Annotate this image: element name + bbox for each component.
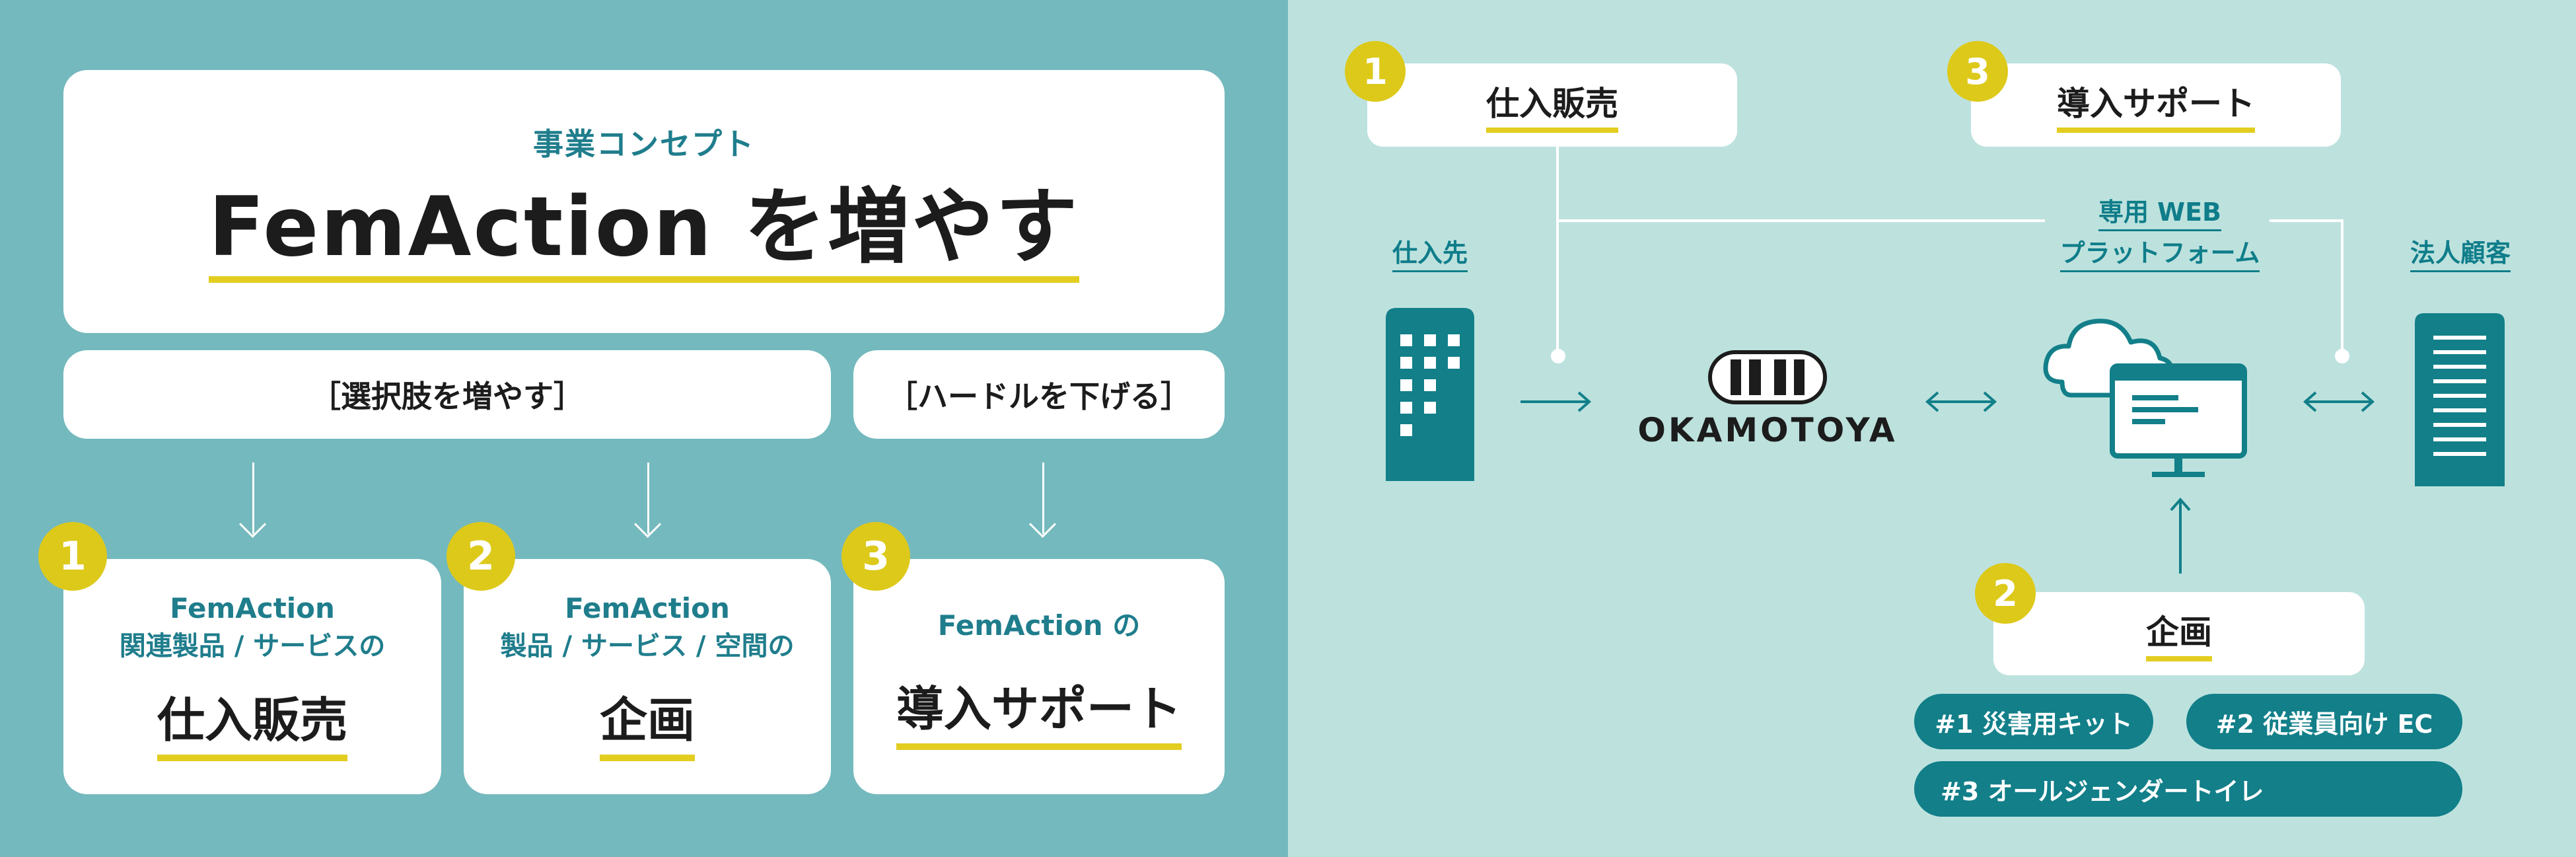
card-support: FemAction の 導入サポート [853, 559, 1225, 794]
bracket-choices-text: ［選択肢を増やす］ [310, 379, 584, 414]
bracket-choices: ［選択肢を増やす］ [63, 350, 831, 439]
arrow-right-icon [1521, 391, 1592, 412]
right-box3-title: 導入サポート [2057, 77, 2255, 133]
number-badge-3: 3 [841, 522, 910, 591]
okamotoya-logo-icon [1708, 350, 1827, 404]
connector-vertical-1 [1556, 147, 1559, 355]
supplier-building-icon [1386, 308, 1474, 481]
card1-title: 仕入販売 [157, 681, 347, 761]
number-badge-2: 2 [447, 522, 515, 591]
right-number-badge-2: 2 [1975, 563, 2036, 624]
tag-employee-ec: #2 従業員向け EC [2186, 694, 2462, 749]
connector-dot-1 [1551, 349, 1565, 363]
card-planning: FemAction 製品 / サービス / 空間の 企画 [464, 559, 831, 794]
connector-horizontal [1556, 219, 2045, 222]
platform-label: 専用 WEB プラットフォーム [2034, 192, 2285, 274]
platform-label-line1: 専用 WEB [2098, 198, 2222, 231]
double-arrow-icon-1 [1925, 391, 1997, 412]
client-label: 法人顧客 [2398, 233, 2523, 272]
okamotoya-logo-text: OKAMOTOYA [1637, 411, 1898, 449]
tag-disaster-kit: #1 災害用キット [1914, 694, 2153, 749]
right-box-planning: 企画 [1993, 592, 2365, 675]
connector-vertical-3 [2341, 219, 2343, 355]
connector-horizontal-2 [2270, 219, 2342, 222]
tag-all-gender-toilet: #3 オールジェンダートイレ [1914, 761, 2462, 817]
right-number-badge-3: 3 [1947, 41, 2008, 102]
card1-line1: FemAction [170, 592, 335, 624]
card3-title: 導入サポート [896, 670, 1182, 750]
arrow-up-icon [2170, 497, 2191, 574]
cloud-platform-icon [2043, 318, 2247, 477]
concept-label: 事業コンセプト [533, 126, 755, 162]
right-number-badge-1: 1 [1345, 41, 1406, 102]
concept-title: FemAction を増やす [208, 182, 1080, 283]
number-badge-1: 1 [38, 522, 107, 591]
client-label-text: 法人顧客 [2410, 239, 2511, 272]
supplier-label: 仕入先 [1380, 233, 1480, 272]
supplier-label-text: 仕入先 [1392, 239, 1468, 272]
right-box1-title: 仕入販売 [1486, 77, 1618, 133]
arrow-down-3 [1042, 463, 1044, 534]
bracket-hurdle-text: ［ハードルを下げる］ [887, 379, 1191, 414]
bracket-hurdle: ［ハードルを下げる］ [853, 350, 1225, 439]
card3-line1: FemAction の [937, 609, 1141, 642]
card2-line2: 製品 / サービス / 空間の [500, 631, 795, 661]
card2-line1: FemAction [565, 592, 730, 624]
card2-title: 企画 [599, 681, 695, 761]
right-box2-title: 企画 [2146, 606, 2212, 661]
arrow-down-1 [252, 463, 254, 534]
right-box-purchase-sales: 仕入販売 [1367, 63, 1737, 147]
double-arrow-icon-2 [2303, 391, 2375, 412]
arrow-down-2 [647, 463, 649, 534]
card-purchase-sales: FemAction 関連製品 / サービスの 仕入販売 [63, 559, 441, 794]
connector-dot-3 [2335, 349, 2349, 363]
right-box-support: 導入サポート [1971, 63, 2341, 147]
card1-line2: 関連製品 / サービスの [119, 631, 386, 661]
concept-card: 事業コンセプト FemAction を増やす [63, 70, 1225, 333]
client-building-icon [2415, 313, 2505, 486]
platform-label-line2: プラットフォーム [2059, 239, 2260, 272]
